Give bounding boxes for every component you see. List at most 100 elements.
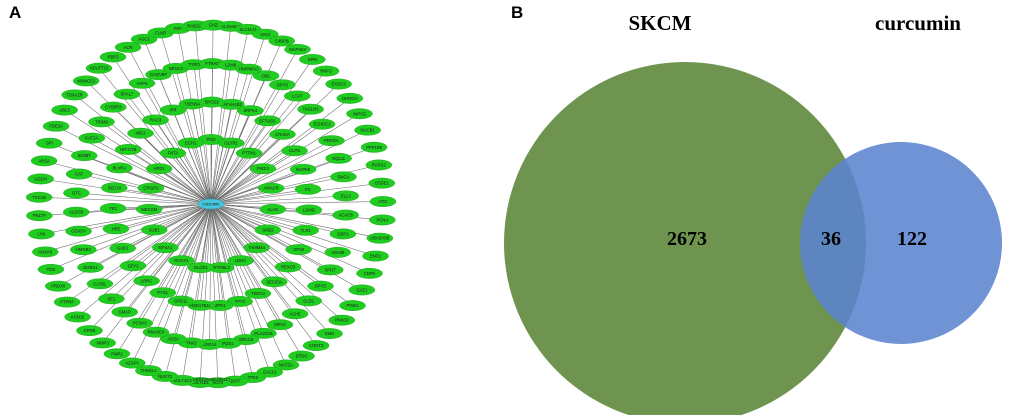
target-node-shape: [45, 280, 72, 292]
target-node-shape: [76, 325, 103, 337]
target-node-shape: [137, 182, 165, 194]
target-node-shape: [289, 163, 317, 175]
target-node-label: SPDT: [325, 267, 337, 272]
target-node: NDUFT12: [85, 62, 113, 74]
target-node: DMD: [316, 328, 343, 339]
target-node-shape: [167, 295, 195, 307]
target-node-shape: [177, 137, 205, 149]
target-node-shape: [227, 255, 254, 267]
network-edge: [210, 203, 299, 250]
target-node: MAPK6: [289, 163, 317, 175]
network-edge: [210, 49, 298, 205]
target-node: ACR: [114, 41, 142, 53]
target-node: RARS2: [365, 159, 393, 171]
target-node: PDE2A: [42, 120, 70, 132]
target-node: TAMM44: [243, 242, 270, 254]
network-edge: [143, 39, 212, 205]
target-node-label: HPD1: [154, 166, 166, 171]
network-edge: [210, 69, 250, 205]
target-node-label: SIGMT: [78, 153, 92, 158]
target-node: SIGMT: [71, 150, 98, 162]
target-node-label: NRSC2: [169, 66, 184, 71]
target-node-shape: [274, 261, 302, 273]
target-node-shape: [252, 28, 279, 40]
network-edge: [102, 203, 212, 344]
network-edge: [50, 203, 212, 270]
target-node-label: ACR: [124, 45, 133, 50]
network-edge: [210, 152, 250, 205]
target-node: NUCB1: [354, 124, 381, 136]
target-node-shape: [330, 171, 357, 183]
target-node: ADSA: [160, 333, 187, 345]
target-node-shape: [369, 196, 397, 207]
network-edge: [210, 83, 339, 205]
target-node: MECOM: [136, 203, 163, 215]
network-edge: [112, 56, 212, 205]
target-node-label: PINK1: [346, 303, 359, 308]
network-edge: [146, 203, 212, 282]
target-node-shape: [217, 137, 245, 149]
network-edge: [210, 59, 313, 205]
target-node: PMP2: [103, 348, 131, 360]
target-node-shape: [281, 308, 309, 320]
target-node-shape: [51, 104, 78, 116]
network-edge: [182, 203, 212, 381]
target-node: MATZA: [272, 359, 300, 371]
target-node-shape: [348, 284, 376, 296]
target-node-label: ZFP36L2: [213, 265, 231, 270]
target-node-shape: [102, 223, 130, 235]
target-node-shape: [237, 105, 264, 117]
target-node: UBL5: [51, 104, 78, 116]
target-node-shape: [99, 51, 127, 63]
target-node-label: LDHB: [225, 63, 236, 68]
panel-label-a: A: [9, 3, 22, 22]
target-node-shape: [284, 90, 311, 102]
target-node: ZPR1: [207, 300, 234, 311]
target-node: LDHC: [227, 255, 254, 267]
target-node-label: PPP1R6: [366, 145, 383, 150]
network-edge: [210, 203, 221, 306]
target-node-label: PDE2A: [49, 124, 63, 129]
network-edge: [210, 40, 283, 205]
target-node-shape: [324, 246, 351, 258]
network-edge: [190, 203, 212, 343]
target-node: GNB2: [254, 224, 281, 236]
target-node-label: RARS2: [372, 163, 387, 168]
target-node: TBXA2R: [61, 89, 88, 101]
target-node-label: COASY: [71, 229, 86, 234]
target-node-label: CAT: [75, 172, 84, 177]
target-node: RNASE4: [142, 326, 170, 338]
target-node-label: NUCB1: [361, 128, 376, 133]
panel-label-b: B: [511, 3, 524, 22]
target-node: ACAC8: [332, 209, 359, 221]
target-node: AMACR: [257, 182, 285, 194]
network-edge: [210, 203, 219, 383]
network-edge: [210, 203, 240, 302]
target-node-label: PTPRF: [60, 300, 74, 305]
target-node-shape: [254, 224, 281, 236]
target-node-label: GBP1: [337, 231, 349, 236]
target-node-label: MATZA: [279, 362, 293, 367]
target-node-label: RNASE4: [148, 330, 165, 335]
target-node: EIF4A1: [152, 242, 179, 254]
target-node-shape: [295, 204, 323, 216]
target-node-shape: [28, 228, 55, 240]
target-node-label: ACAC8: [339, 213, 354, 218]
target-node-shape: [65, 225, 92, 237]
network-edge: [210, 203, 259, 294]
target-node-label: AZGP1: [125, 361, 139, 366]
target-node-label: GLYR1: [224, 141, 238, 146]
target-node-label: CPDB: [84, 328, 96, 333]
target-node-shape: [281, 145, 308, 157]
network-edge: [210, 150, 295, 205]
target-node: GAZ1: [348, 284, 376, 296]
target-node-shape: [317, 264, 344, 276]
target-node-label: ELL3: [341, 193, 351, 198]
target-node-label: TP53: [248, 375, 259, 380]
target-node: CLPS: [281, 145, 308, 157]
network-edge: [210, 195, 346, 205]
target-node-label: EIF4A1: [158, 245, 173, 250]
network-edge: [155, 203, 212, 333]
network-edge: [210, 182, 382, 205]
